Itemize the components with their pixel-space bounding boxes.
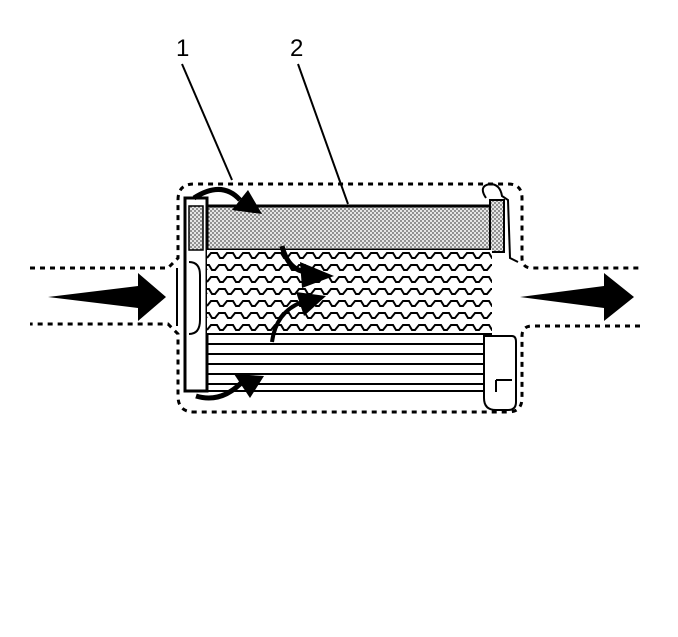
media-wave-line: [207, 252, 492, 259]
callout-2-leader: [297, 63, 349, 205]
right-seal-clip: [481, 182, 519, 263]
callout-2-label: 2: [290, 35, 303, 62]
flow-arrows: [192, 187, 334, 401]
left-end-plate: [176, 196, 209, 393]
media-wave-line: [207, 324, 492, 331]
media-wave-line: [207, 276, 492, 283]
media-wave-line: [207, 264, 492, 271]
media-wave-line: [207, 288, 492, 295]
inlet-arrow: [48, 273, 166, 321]
outlet-arrow: [520, 273, 634, 321]
top-filter-media: [205, 204, 494, 252]
media-wave-line: [207, 300, 492, 307]
right-lower-cap: [483, 335, 517, 411]
pleated-filter-media: [207, 250, 492, 334]
callout-1-leader: [181, 63, 233, 181]
callout-1-label: 1: [176, 35, 189, 62]
media-wave-line: [207, 312, 492, 319]
flow-path-outline: [30, 182, 640, 414]
